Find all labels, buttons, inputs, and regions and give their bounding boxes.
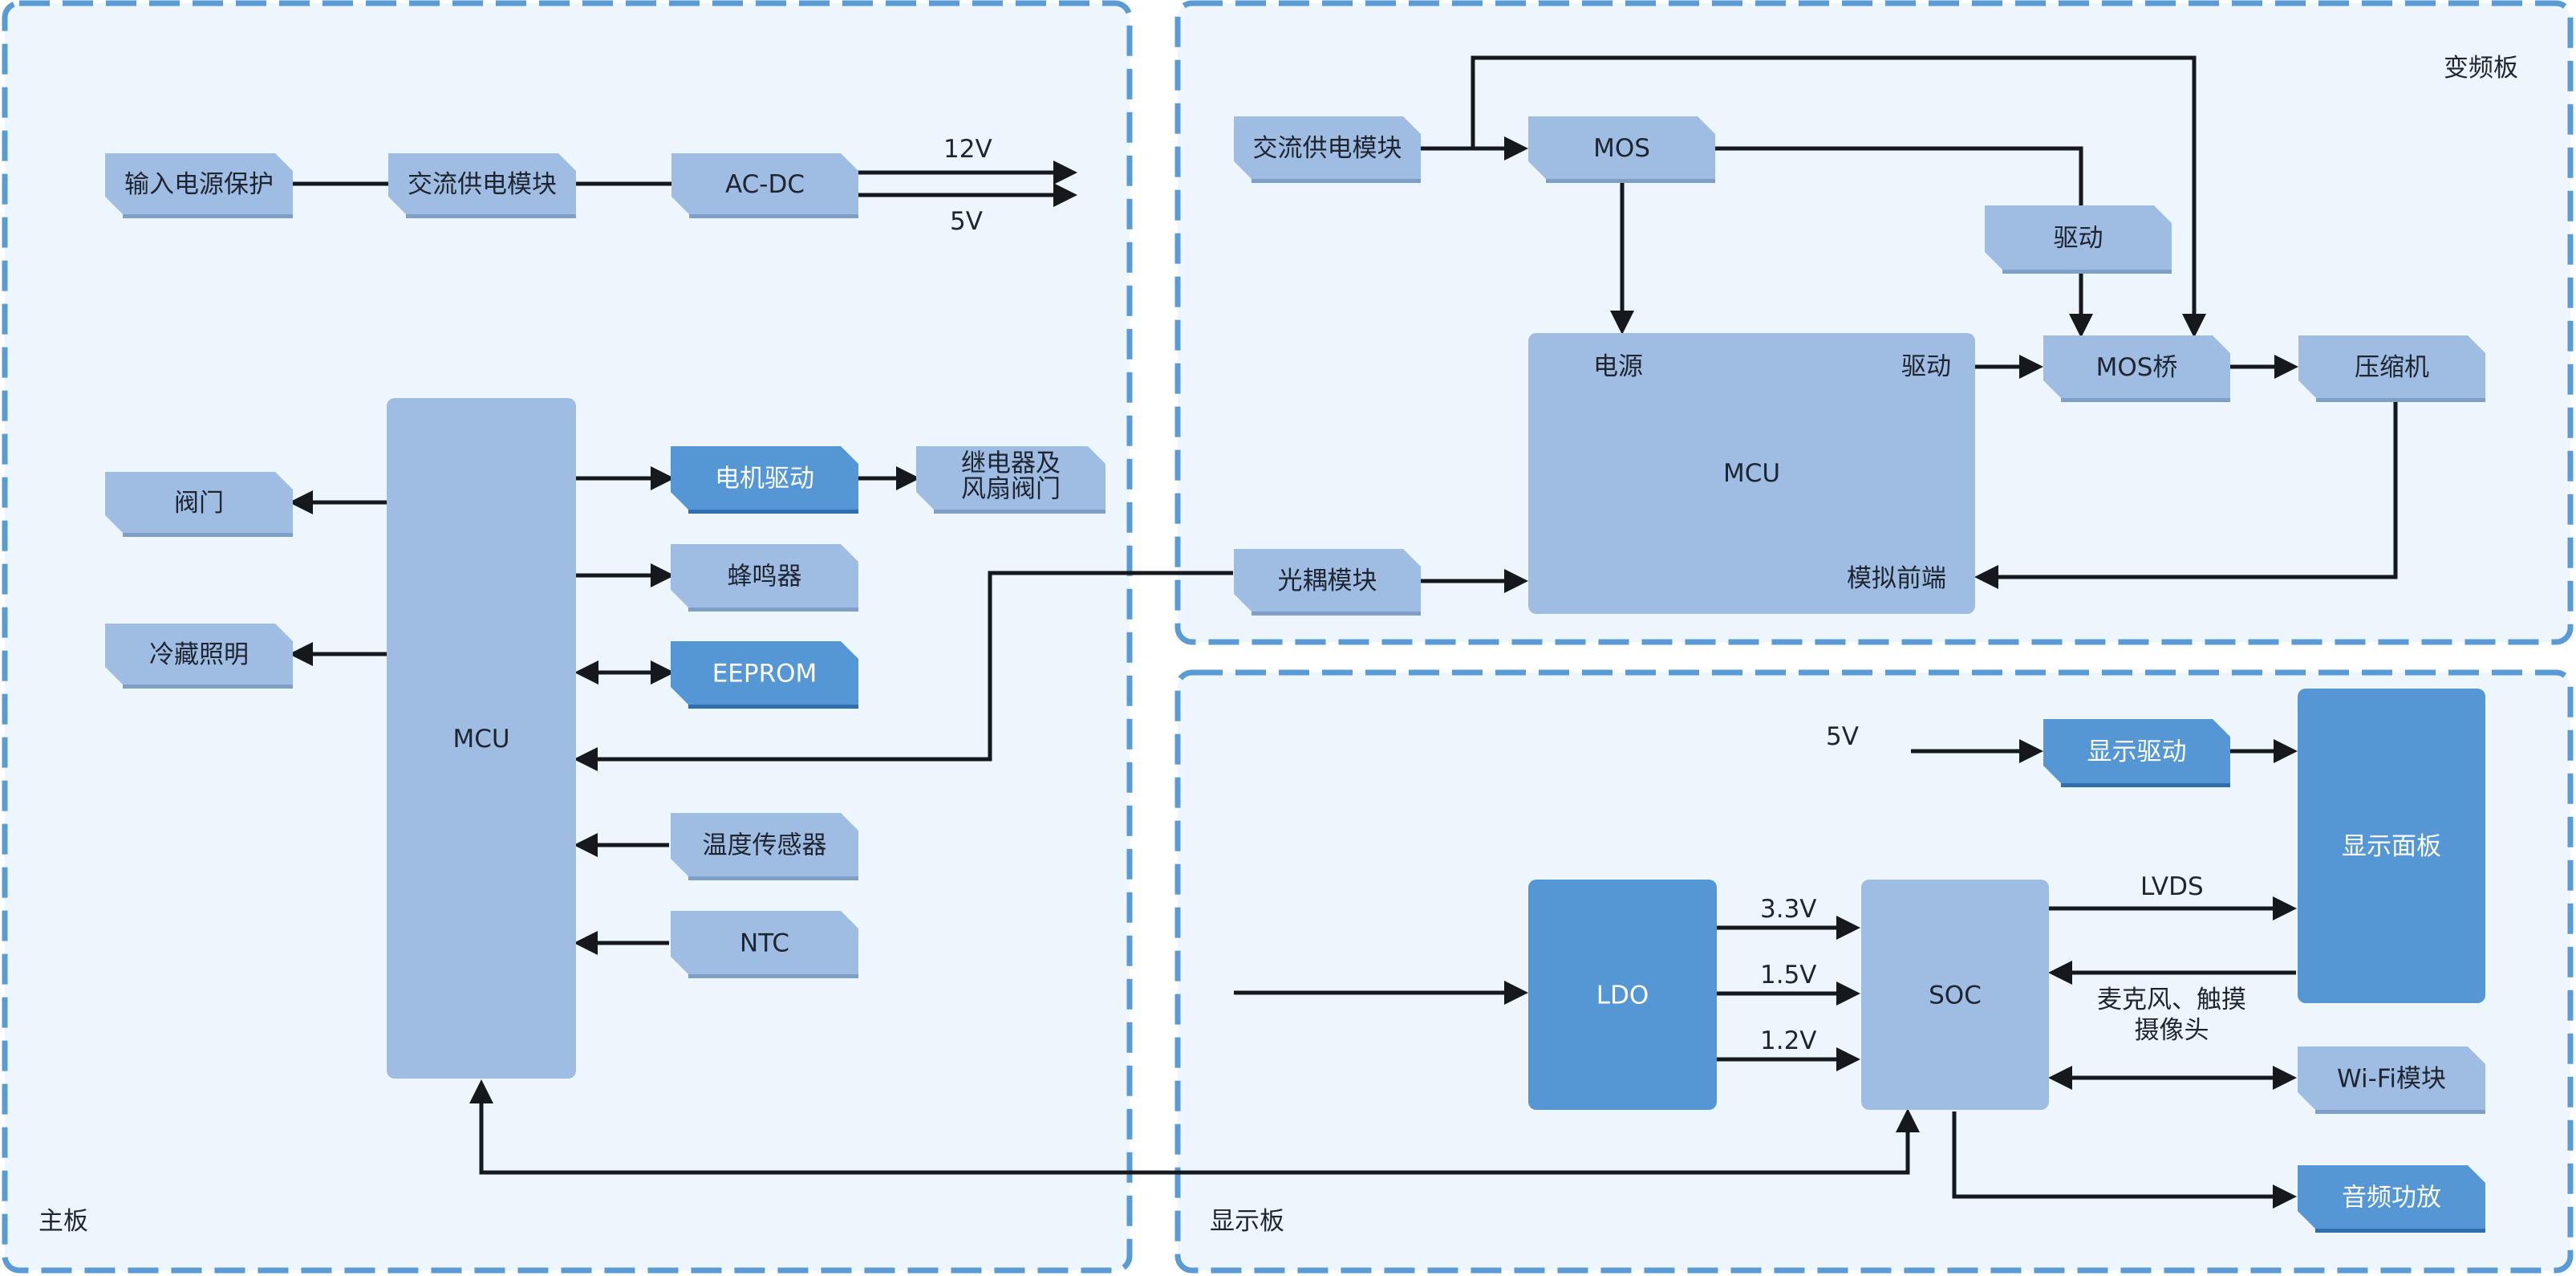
wire-mos-to-bridge <box>1715 146 2083 205</box>
label-5v-in: 5V <box>1826 722 1859 751</box>
motor-driver-block-label: 电机驱动 <box>715 465 814 494</box>
mos-bridge-block: MOS桥 <box>2043 335 2230 402</box>
display-panel-block-label: 显示面板 <box>2342 832 2441 861</box>
input-protect-block: 输入电源保护 <box>105 153 293 218</box>
label-12v: 12V <box>943 135 992 164</box>
main-ac-supply-block-label: 交流供电模块 <box>408 170 557 199</box>
arrow-main-mcu-soc <box>469 1079 1920 1175</box>
label-lvds: LVDS <box>2140 872 2204 901</box>
acdc-block: AC-DC <box>671 153 858 218</box>
eeprom-block: EEPROM <box>671 641 858 709</box>
label-inv-mcu-drive: 驱动 <box>1901 352 1951 381</box>
relay-fan-valve-block-label-1: 继电器及 <box>961 449 1061 478</box>
arrow-soc-to-audio <box>1952 1111 2298 1209</box>
mos-bridge-block-label: MOS桥 <box>2096 353 2178 382</box>
valve-block-label: 阀门 <box>174 489 224 518</box>
acdc-block-label: AC-DC <box>725 170 805 199</box>
label-inv-mcu-afe: 模拟前端 <box>1847 564 1946 593</box>
label-1v2: 1.2V <box>1760 1026 1817 1055</box>
inv-ac-supply-block-label: 交流供电模块 <box>1253 134 1402 163</box>
audio-amp-block-label: 音频功放 <box>2342 1184 2441 1213</box>
display-board-label: 显示板 <box>1210 1207 1284 1236</box>
temp-sensor-block: 温度传感器 <box>671 813 858 880</box>
ldo-block: LDO <box>1528 880 1717 1110</box>
fridge-light-block: 冷藏照明 <box>105 624 293 689</box>
arrow-supply-to-bridge <box>1471 55 2206 339</box>
inv-ac-supply-block: 交流供电模块 <box>1234 116 1421 183</box>
ntc-block: NTC <box>671 911 858 978</box>
inv-driver-block: 驱动 <box>1985 205 2172 274</box>
label-inv-mcu-power: 电源 <box>1593 352 1643 381</box>
label-1v5: 1.5V <box>1760 961 1817 990</box>
main-board-label: 主板 <box>39 1207 88 1236</box>
soc-block: SOC <box>1861 880 2049 1110</box>
ntc-block-label: NTC <box>740 929 789 958</box>
motor-driver-block: 电机驱动 <box>671 446 858 514</box>
buzzer-block-label: 蜂鸣器 <box>728 563 802 591</box>
main-mcu-block-label: MCU <box>452 725 509 754</box>
main-ac-supply-block: 交流供电模块 <box>388 153 576 218</box>
compressor-block-label: 压缩机 <box>2355 353 2429 382</box>
audio-amp-block: 音频功放 <box>2298 1165 2485 1233</box>
fridge-light-block-label: 冷藏照明 <box>149 640 249 669</box>
label-camera: 摄像头 <box>2135 1016 2209 1045</box>
optocoupler-block-label: 光耦模块 <box>1278 567 1377 595</box>
arrow-opto-to-main-mcu <box>573 571 1233 771</box>
inverter-board-label: 变频板 <box>2444 54 2518 83</box>
inverter-board-panel <box>1174 0 2574 645</box>
wifi-block-label: Wi-Fi模块 <box>2337 1065 2446 1094</box>
wifi-block: Wi-Fi模块 <box>2298 1046 2485 1114</box>
mos-block-label: MOS <box>1593 134 1650 163</box>
label-mic-touch: 麦克风、触摸 <box>2097 985 2246 1014</box>
inv-driver-block-label: 驱动 <box>2054 224 2103 253</box>
display-driver-block-label: 显示驱动 <box>2087 738 2187 766</box>
arrow-compressor-to-afe <box>1974 400 2398 589</box>
compressor-block: 压缩机 <box>2298 335 2485 402</box>
display-driver-block: 显示驱动 <box>2043 719 2230 787</box>
eeprom-block-label: EEPROM <box>712 660 817 689</box>
buzzer-block: 蜂鸣器 <box>671 544 858 612</box>
valve-block: 阀门 <box>105 472 293 537</box>
main-mcu-block: MCU <box>387 398 576 1079</box>
label-3v3: 3.3V <box>1760 895 1817 924</box>
inv-mcu-block: MCU <box>1528 333 1975 614</box>
display-panel-block: 显示面板 <box>2298 689 2485 1003</box>
input-protect-block-label: 输入电源保护 <box>124 170 274 199</box>
ldo-block-label: LDO <box>1596 981 1649 1010</box>
mos-block: MOS <box>1528 116 1715 183</box>
inv-mcu-block-label: MCU <box>1723 459 1780 488</box>
relay-fan-valve-block-label-2: 风扇阀门 <box>961 475 1061 504</box>
connections <box>288 55 2398 1209</box>
label-5v-out: 5V <box>950 207 983 236</box>
soc-block-label: SOC <box>1929 981 1982 1010</box>
temp-sensor-block-label: 温度传感器 <box>703 831 827 860</box>
optocoupler-block: 光耦模块 <box>1234 549 1421 616</box>
